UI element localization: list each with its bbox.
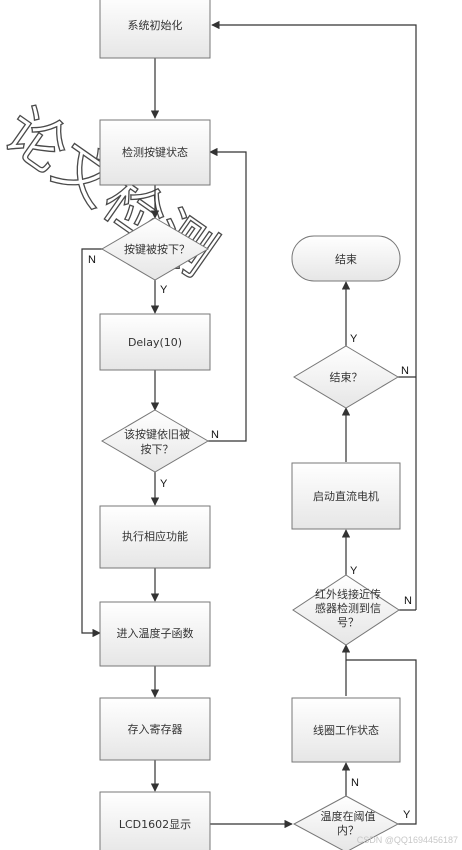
node-init-label: 系统初始化	[128, 18, 183, 32]
node-ir-label-1: 红外线接近传	[315, 587, 381, 601]
node-ir-label-3: 号？	[337, 616, 359, 629]
node-init-box	[99, 0, 211, 59]
node-delay-box	[99, 313, 211, 371]
label-pressed-yes: Y	[160, 284, 168, 296]
node-endcheck-diamond	[293, 345, 399, 409]
footer-credit: CSDN @QQ1694456187	[357, 835, 458, 845]
node-store-label: 存入寄存器	[128, 722, 183, 736]
node-lcd-box	[99, 791, 211, 850]
branch-labels: N Y N Y N Y Y N Y N	[88, 254, 412, 821]
arrow-still-no	[208, 147, 247, 442]
node-lcd-label: LCD1602显示	[119, 818, 191, 831]
label-still-no: N	[211, 429, 219, 441]
arrow-pressed-no	[81, 248, 103, 638]
node-execute-label: 执行相应功能	[122, 529, 188, 543]
node-endcheck-label: 结束？	[330, 371, 363, 384]
label-tempcheck-no: N	[351, 777, 359, 789]
node-end-terminator	[291, 235, 401, 282]
node-temp-box	[99, 601, 211, 667]
node-pressed-diamond	[101, 217, 209, 281]
node-coil-label: 线圈工作状态	[313, 723, 379, 737]
node-execute-box	[99, 505, 211, 569]
node-ir-label-2: 感器检测到信	[315, 601, 381, 615]
arrow-return-init	[211, 20, 417, 610]
node-tempcheck-diamond	[292, 795, 400, 850]
node-motor-box	[291, 462, 401, 530]
node-detect-label: 检测按键状态	[122, 145, 188, 159]
node-delay-label: Delay(10)	[128, 336, 182, 349]
arrow-tempcheck-yes	[346, 659, 417, 825]
node-pressed-label: 按键被按下？	[124, 242, 190, 256]
node-still-label-2: 按下？	[141, 442, 174, 456]
node-still-diamond	[101, 409, 209, 473]
node-temp-label: 进入温度子函数	[117, 626, 194, 640]
label-still-yes: Y	[160, 478, 168, 490]
node-motor-label: 启动直流电机	[313, 489, 379, 503]
connectors	[81, 20, 417, 829]
label-endcheck-no: N	[401, 365, 409, 377]
node-store-box	[99, 697, 211, 761]
node-tempcheck-label-1: 温度在阈值	[321, 809, 376, 823]
node-tempcheck-label-2: 内？	[337, 823, 359, 837]
node-coil-box	[291, 697, 401, 763]
nodes	[99, 0, 401, 850]
node-detect-box	[99, 119, 211, 186]
label-endcheck-yes: Y	[350, 333, 358, 345]
node-end-label: 结束	[335, 253, 357, 266]
label-tempcheck-yes: Y	[403, 809, 411, 821]
node-labels: 系统初始化 检测按键状态 按键被按下？ Delay(10) 该按键依旧被 按下？…	[117, 18, 382, 837]
label-ir-no: N	[404, 595, 412, 607]
label-ir-yes: Y	[350, 565, 358, 577]
node-ir-diamond	[292, 574, 400, 646]
node-still-label-1: 该按键依旧被	[124, 427, 190, 441]
label-pressed-no: N	[88, 254, 96, 266]
